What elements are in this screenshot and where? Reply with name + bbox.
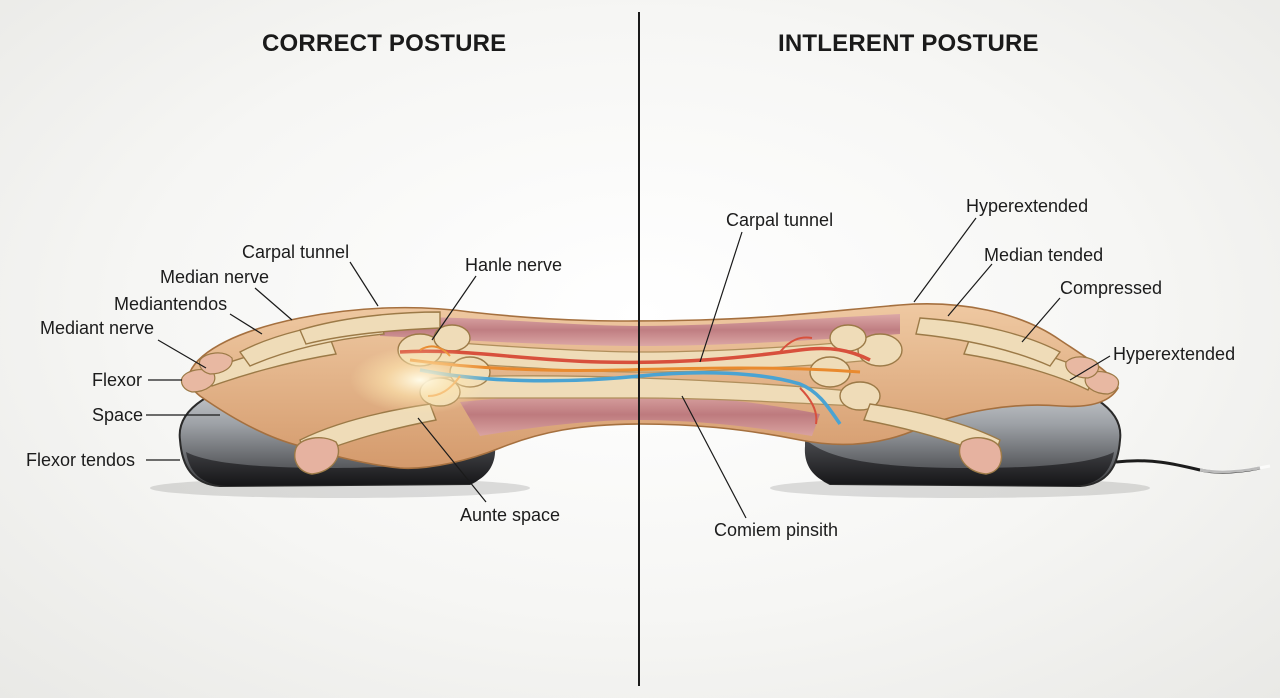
- label-median-nerve: Median nerve: [160, 267, 270, 287]
- label-hyperextended-top: Hyperextended: [966, 196, 1089, 216]
- lower-muscle-band: [460, 393, 820, 436]
- right-fingertip-2: [1065, 356, 1100, 379]
- right-hand-bones: [809, 317, 1096, 475]
- label-carpal-tunnel-right: Carpal tunnel: [726, 210, 834, 230]
- right-leader-lines: [681, 217, 1111, 519]
- left-fingertip-2: [198, 352, 233, 375]
- nerve-blue: [419, 368, 842, 426]
- left-leader-lines: [146, 261, 487, 503]
- label-compressed: Compressed: [1060, 278, 1163, 298]
- label-aunte-space: Aunte space: [460, 505, 561, 525]
- label-hanle-nerve: Hanle nerve: [465, 255, 563, 275]
- label-comiem-pinsith: Comiem pinsith: [714, 520, 839, 540]
- right-fingertip-1: [1084, 371, 1120, 395]
- label-hyperextended-side: Hyperextended: [1113, 344, 1236, 364]
- nerve-branch-right: [779, 336, 818, 425]
- center-divider: [638, 12, 640, 686]
- label-mediantendos: Mediantendos: [114, 294, 228, 314]
- label-space: Space: [92, 405, 144, 425]
- upper-muscle-band: [380, 314, 900, 346]
- label-flexor-tendos: Flexor tendos: [26, 450, 136, 470]
- wrist-glow: [350, 346, 490, 414]
- left-panel-title: CORRECT POSTURE: [262, 30, 507, 57]
- label-flexor: Flexor: [92, 370, 143, 390]
- right-panel-title: INTLERENT POSTURE: [778, 30, 1039, 57]
- label-median-tended: Median tended: [984, 245, 1104, 265]
- label-carpal-tunnel-left: Carpal tunnel: [242, 242, 350, 262]
- label-mediant-nerve: Mediant nerve: [40, 318, 155, 338]
- nerve-red: [399, 346, 871, 365]
- left-fingertip-1: [180, 369, 216, 393]
